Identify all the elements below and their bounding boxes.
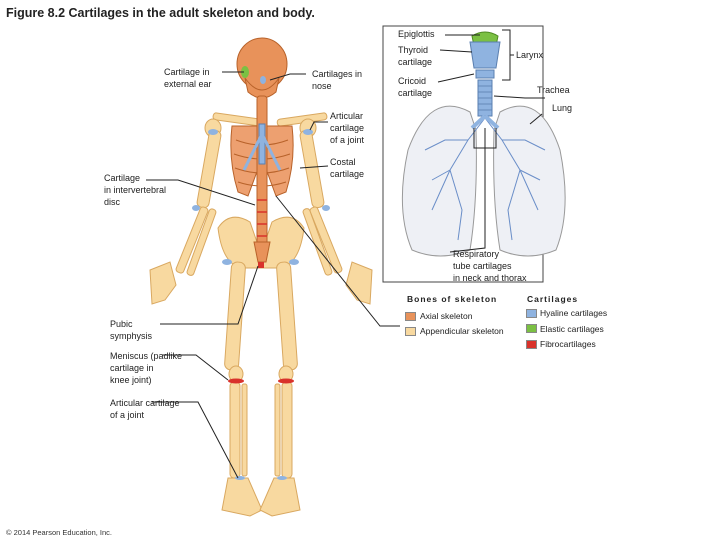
label-trachea: Trachea	[537, 85, 570, 95]
legend-bones-heading: Bones of skeleton	[407, 294, 498, 304]
figure-title: Figure 8.2 Cartilages in the adult skele…	[6, 6, 315, 20]
label-cricoid-cartilage: Cricoid cartilage	[398, 76, 433, 98]
legend-cartilages-heading: Cartilages	[527, 294, 579, 304]
label-lung: Lung	[552, 103, 573, 113]
label-respiratory-tube-cartilages: Respiratory tube cartilages in neck and …	[453, 249, 527, 283]
skeleton-figure	[149, 112, 373, 517]
label-costal-cartilage: Costal cartilage	[330, 157, 365, 179]
swatch-appendicular	[405, 327, 416, 336]
label-articular-cartilage-top: Articular cartilage of a joint	[330, 111, 365, 145]
legend-hyaline: Hyaline cartilages	[540, 308, 608, 318]
swatch-fibro	[526, 340, 537, 349]
label-articular-cartilage-bottom: Articular cartilage of a joint	[110, 398, 180, 420]
label-cartilages-nose: Cartilages in nose	[312, 69, 363, 91]
swatch-axial	[405, 312, 416, 321]
label-pubic-symphysis: Pubic symphysis	[110, 319, 153, 341]
copyright: © 2014 Pearson Education, Inc.	[6, 528, 113, 537]
legend-appendicular: Appendicular skeleton	[420, 326, 504, 336]
label-cartilage-external-ear: Cartilage in external ear	[164, 67, 212, 89]
label-larynx: Larynx	[516, 50, 544, 60]
lungs	[401, 105, 566, 257]
legend-axial: Axial skeleton	[420, 311, 473, 321]
label-meniscus: Meniscus (padlike cartilage in knee join…	[110, 351, 183, 385]
label-thyroid-cartilage: Thyroid cartilage	[398, 45, 433, 67]
label-intervertebral-disc: Cartilage in intervertebral disc	[104, 173, 167, 207]
label-epiglottis: Epiglottis	[398, 29, 435, 39]
swatch-hyaline	[526, 309, 537, 318]
legend-fibro: Fibrocartilages	[540, 339, 596, 349]
legend-elastic: Elastic cartilages	[540, 324, 604, 334]
swatch-elastic	[526, 324, 537, 333]
leader-lines	[146, 29, 545, 479]
